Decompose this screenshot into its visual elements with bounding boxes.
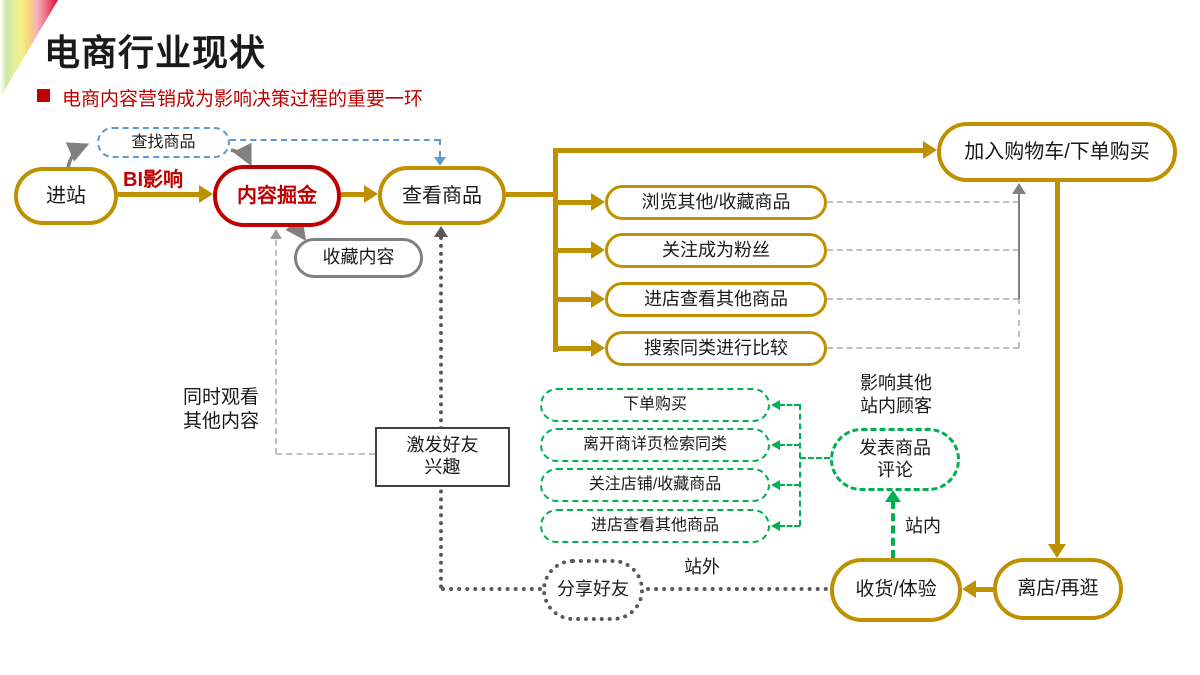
arrowhead-to-cart [923, 141, 937, 159]
node-leave-store: 离店/再逛 [993, 558, 1123, 620]
edge-share-to-corner [441, 587, 542, 591]
arrowhead-search-to-view [434, 157, 446, 166]
edge-trunk-to-cart [556, 148, 925, 153]
node-search-product: 查找商品 [97, 127, 230, 158]
label-offsite: 站外 [684, 557, 720, 577]
edge-receive-to-review [891, 501, 895, 558]
edge-branch-1 [556, 200, 593, 205]
arrowhead-mining-to-view [364, 185, 378, 203]
node-follow-store-save: 关注店铺/收藏商品 [540, 468, 770, 502]
edge-branch-3 [556, 297, 593, 302]
node-add-cart-label: 加入购物车/下单购买 [964, 141, 1150, 163]
edge-branch-4 [556, 346, 593, 351]
node-view-product-label: 查看商品 [402, 184, 482, 207]
arrowhead-branch-2 [591, 241, 605, 259]
node-view-product: 查看商品 [378, 166, 506, 225]
edge-search-to-view-v [439, 139, 441, 157]
label-onsite: 站内 [905, 516, 941, 536]
node-browse-save-products: 浏览其他/收藏商品 [605, 185, 827, 220]
node-share-friends: 分享好友 [542, 559, 644, 621]
edge-green-stub-2 [779, 444, 800, 446]
edge-action3-collector [827, 298, 1019, 300]
page-title: 电商行业现状 [44, 32, 267, 73]
edge-leave-to-receive [975, 587, 993, 592]
label-influence-customers: 影响其他 站内顾客 [860, 373, 932, 416]
node-enter-site: 进站 [14, 167, 118, 225]
edge-inspire-to-mining-v [275, 240, 277, 454]
edge-green-stub-1 [779, 404, 800, 406]
arrowhead-collector-to-cart [1012, 183, 1026, 194]
edge-view-to-trunk [506, 192, 556, 197]
node-save-content-label: 收藏内容 [322, 247, 395, 268]
arrowhead-green-3 [771, 480, 780, 490]
node-add-cart: 加入购物车/下单购买 [937, 122, 1177, 182]
node-enter-site-label: 进站 [46, 185, 86, 207]
node-leave-detail-search: 离开商详页检索同类 [540, 428, 770, 462]
node-visit-store-products: 进店查看其他商品 [605, 282, 827, 317]
edge-cart-to-leave [1055, 180, 1060, 546]
edge-collector-vertical-solid [1018, 192, 1020, 299]
label-watch-other-content: 同时观看 其他内容 [183, 387, 260, 432]
edge-green-collector-vertical [799, 404, 801, 526]
edge-enter-to-mining [118, 192, 202, 197]
node-content-mining-label: 内容掘金 [237, 185, 317, 207]
arrowhead-green-1 [771, 400, 780, 410]
node-receive-experience: 收货/体验 [830, 558, 962, 622]
edge-search-to-view-h [230, 139, 440, 141]
edge-receive-to-share [646, 587, 828, 591]
arrowhead-to-view-product [434, 226, 448, 237]
arrowhead-receive-to-review [885, 490, 901, 502]
arrowhead-branch-4 [591, 339, 605, 357]
node-inspire-friends: 激发好友 兴趣 [375, 427, 510, 487]
subtitle: 电商内容营销成为影响决策过程的重要一环 [62, 89, 424, 110]
edge-mining-to-view [341, 192, 367, 197]
node-content-mining: 内容掘金 [213, 165, 341, 227]
node-search-product-label: 查找商品 [131, 133, 196, 151]
curved-arrow-enter-to-search [65, 142, 90, 170]
edge-trunk-vertical [553, 148, 558, 352]
node-place-order: 下单购买 [540, 388, 770, 422]
edge-collector-vertical-dashed [1018, 298, 1020, 348]
edge-green-stub-4 [779, 525, 800, 527]
node-post-review: 发表商品 评论 [830, 428, 960, 491]
arrowhead-branch-3 [591, 290, 605, 308]
edge-action2-collector [827, 249, 1019, 251]
edge-action4-collector [827, 347, 1019, 349]
node-follow-fan: 关注成为粉丝 [605, 233, 827, 268]
edge-branch-2 [556, 248, 593, 253]
arrowhead-leave-to-receive [962, 580, 976, 598]
node-save-content: 收藏内容 [294, 238, 423, 278]
edge-corner-to-view [439, 236, 443, 589]
edge-green-stub-3 [779, 484, 800, 486]
curved-arrow-search-to-mining [230, 142, 252, 167]
arrowhead-inspire-to-mining [270, 229, 282, 239]
node-visit-store-other: 进店查看其他商品 [540, 509, 770, 543]
edge-inspire-to-mining-h [276, 453, 375, 455]
edge-review-to-collector [800, 457, 830, 459]
arrowhead-branch-1 [591, 193, 605, 211]
label-bi-influence: BI影响 [123, 169, 183, 191]
subtitle-bullet-square [37, 89, 50, 102]
arrowhead-green-4 [771, 521, 780, 531]
node-search-compare: 搜索同类进行比较 [605, 331, 827, 366]
arrowhead-cart-to-leave [1048, 544, 1066, 558]
arrowhead-green-2 [771, 440, 780, 450]
edge-action1-collector [827, 201, 1019, 203]
arrowhead-enter-to-mining [199, 185, 213, 203]
